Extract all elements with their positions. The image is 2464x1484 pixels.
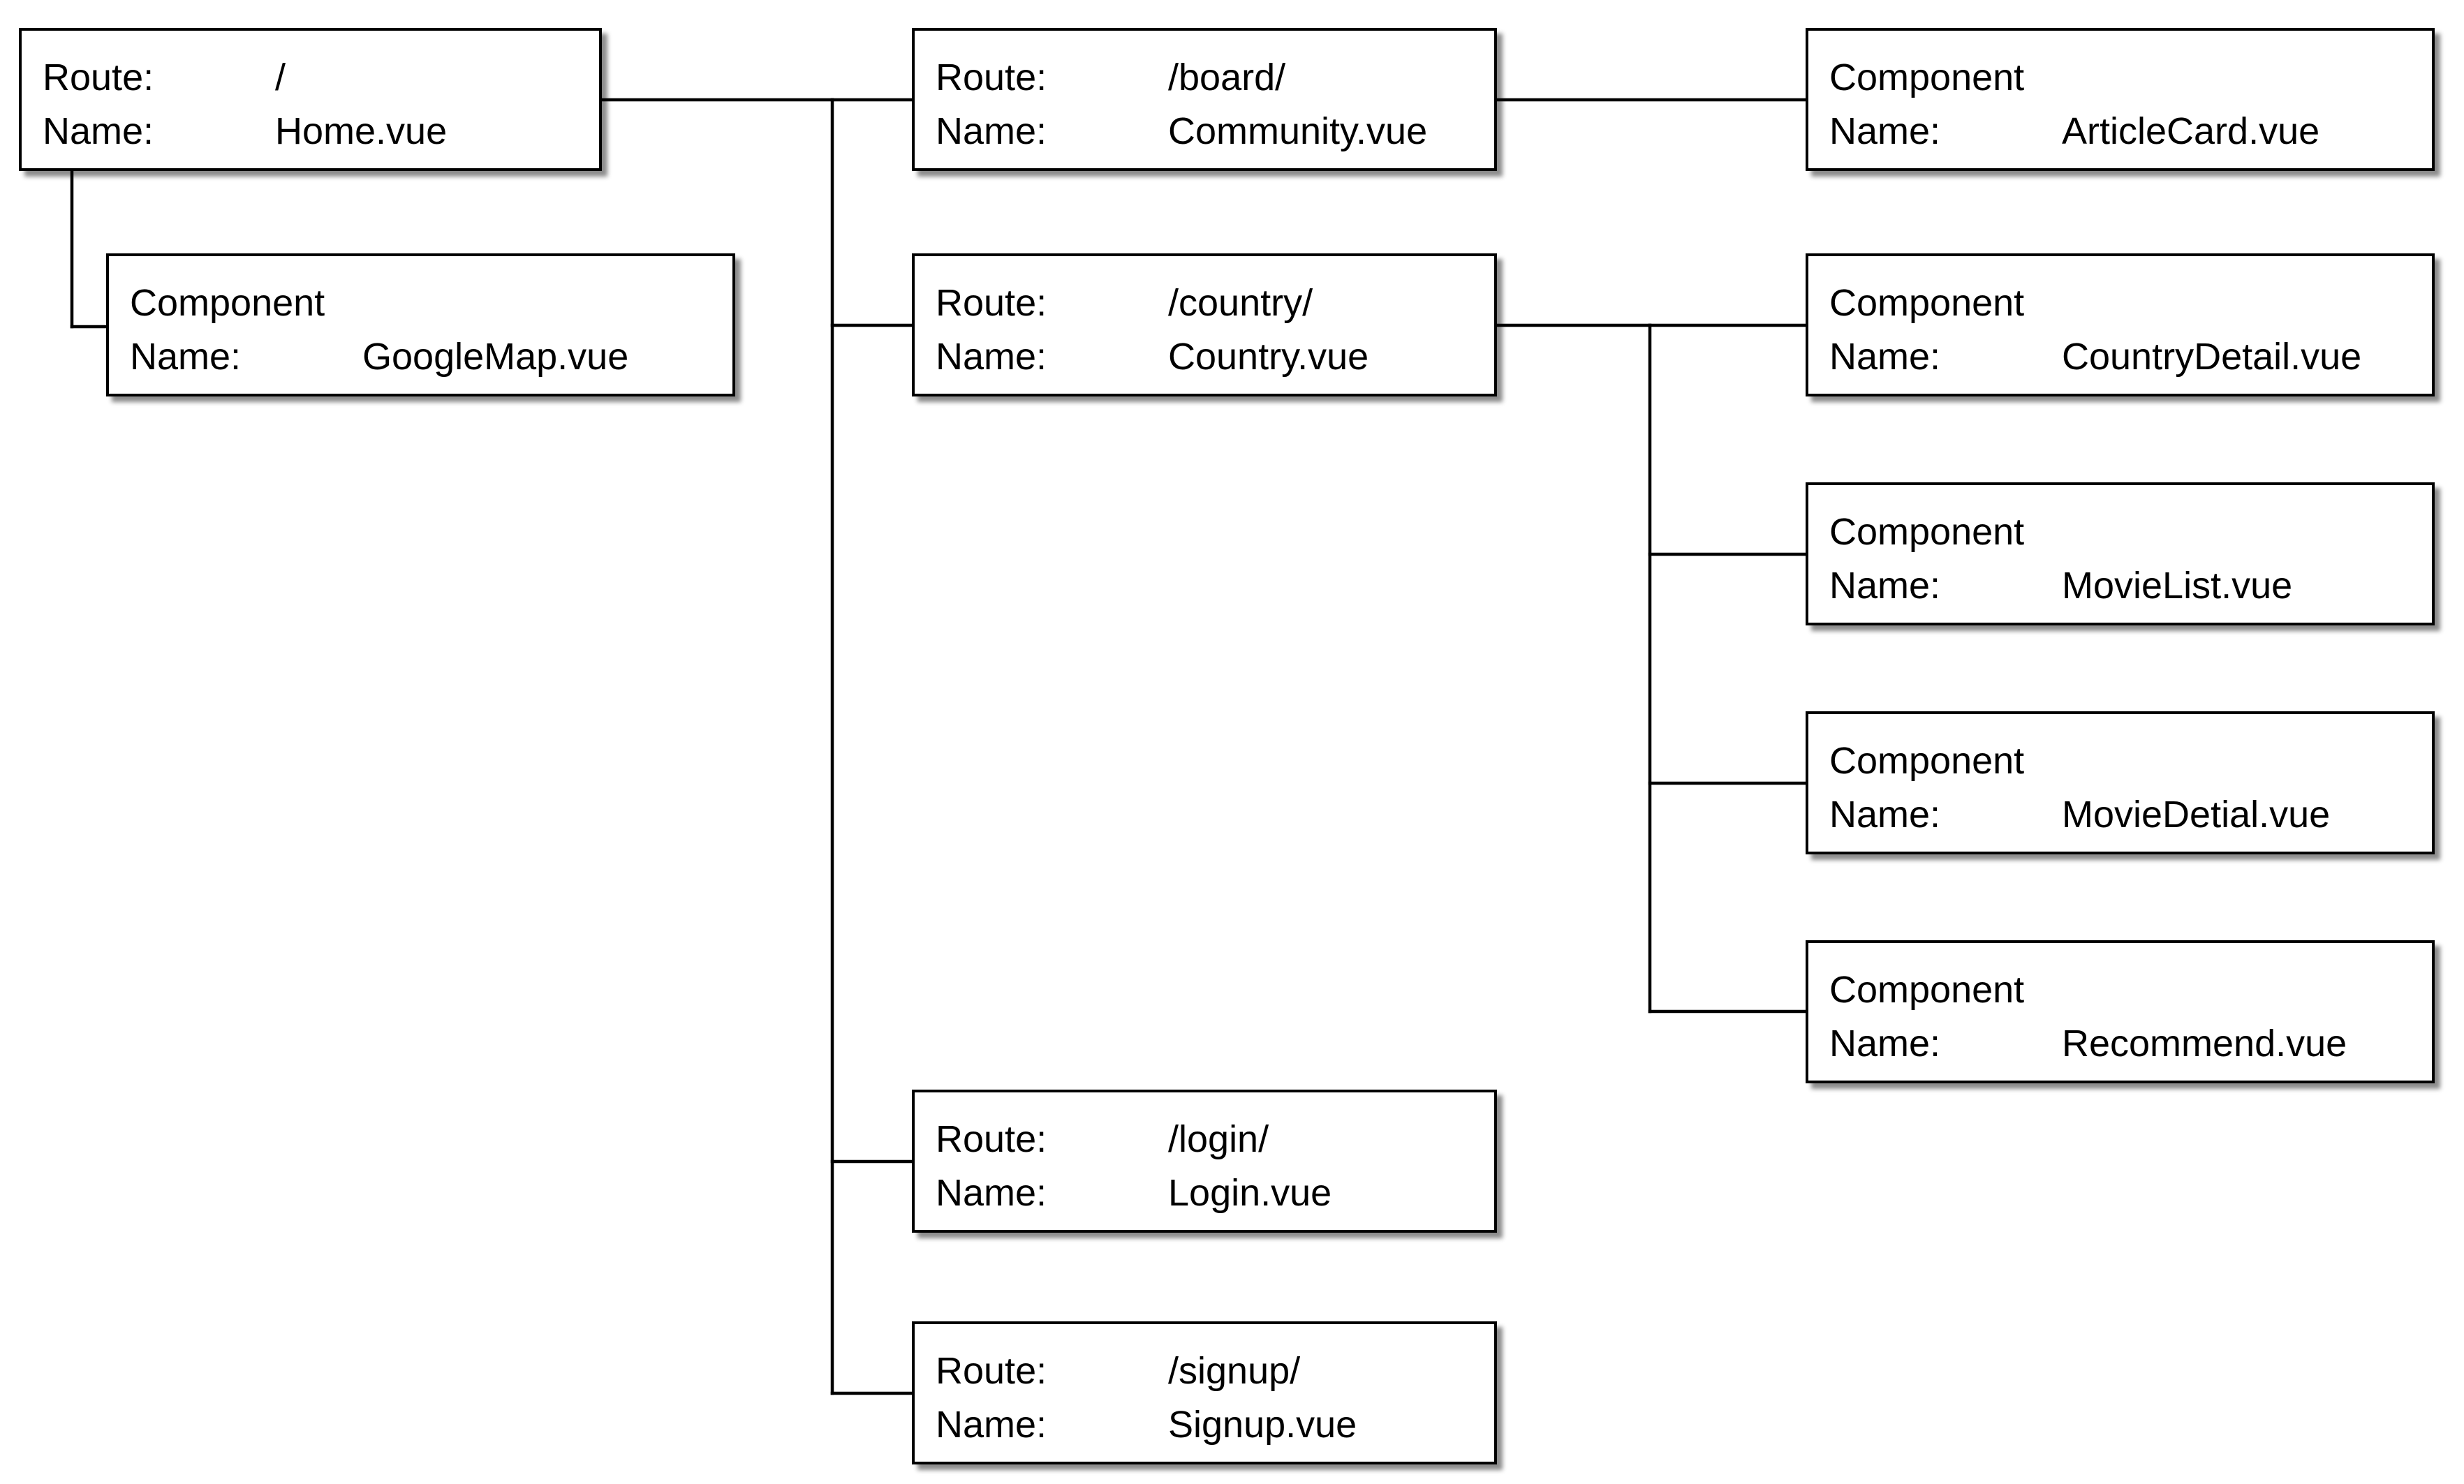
node-signup: Route: /signup/ Name: Signup.vue: [912, 1321, 1497, 1464]
node-recommend: Component Name: Recommend.vue: [1806, 940, 2435, 1083]
node-login: Route: /login/ Name: Login.vue: [912, 1090, 1497, 1233]
name-label: Name:: [1829, 794, 1941, 836]
name-label: Name:: [936, 336, 1047, 378]
name-label: Name:: [936, 1404, 1047, 1446]
name-value: MovieDetial.vue: [2062, 794, 2331, 836]
name-value: ArticleCard.vue: [2062, 110, 2320, 152]
name-value: Home.vue: [275, 110, 448, 152]
node-articlecard: Component Name: ArticleCard.vue: [1806, 28, 2435, 171]
node-home: Route: / Name: Home.vue: [19, 28, 602, 171]
component-label: Component: [130, 282, 325, 324]
name-value: Login.vue: [1168, 1172, 1332, 1214]
name-value: Recommend.vue: [2062, 1023, 2347, 1064]
name-label: Name:: [1829, 110, 1941, 152]
route-value: /board/: [1168, 57, 1286, 98]
name-label: Name:: [1829, 1023, 1941, 1064]
route-label: Route:: [936, 1350, 1047, 1392]
component-label: Component: [1829, 740, 2025, 782]
node-moviedetial: Component Name: MovieDetial.vue: [1806, 711, 2435, 854]
name-value: Signup.vue: [1168, 1404, 1357, 1446]
route-value: /signup/: [1168, 1350, 1301, 1392]
route-value: /: [275, 57, 286, 98]
route-value: /login/: [1168, 1118, 1269, 1160]
route-value: /country/: [1168, 282, 1313, 324]
node-country: Route: /country/ Name: Country.vue: [912, 253, 1497, 396]
name-label: Name:: [130, 336, 242, 378]
name-label: Name:: [936, 1172, 1047, 1214]
route-label: Route:: [43, 57, 154, 98]
name-value: CountryDetail.vue: [2062, 336, 2362, 378]
node-movielist: Component Name: MovieList.vue: [1806, 482, 2435, 625]
name-label: Name:: [1829, 336, 1941, 378]
name-value: GoogleMap.vue: [362, 336, 629, 378]
component-label: Component: [1829, 969, 2025, 1011]
node-countrydetail: Component Name: CountryDetail.vue: [1806, 253, 2435, 396]
name-label: Name:: [43, 110, 154, 152]
name-label: Name:: [1829, 565, 1941, 607]
route-label: Route:: [936, 282, 1047, 324]
component-label: Component: [1829, 511, 2025, 553]
name-value: Community.vue: [1168, 110, 1428, 152]
name-value: MovieList.vue: [2062, 565, 2293, 607]
route-label: Route:: [936, 57, 1047, 98]
route-label: Route:: [936, 1118, 1047, 1160]
name-value: Country.vue: [1168, 336, 1369, 378]
component-label: Component: [1829, 282, 2025, 324]
node-board: Route: /board/ Name: Community.vue: [912, 28, 1497, 171]
node-googlemap: Component Name: GoogleMap.vue: [106, 253, 735, 396]
name-label: Name:: [936, 110, 1047, 152]
component-label: Component: [1829, 57, 2025, 98]
